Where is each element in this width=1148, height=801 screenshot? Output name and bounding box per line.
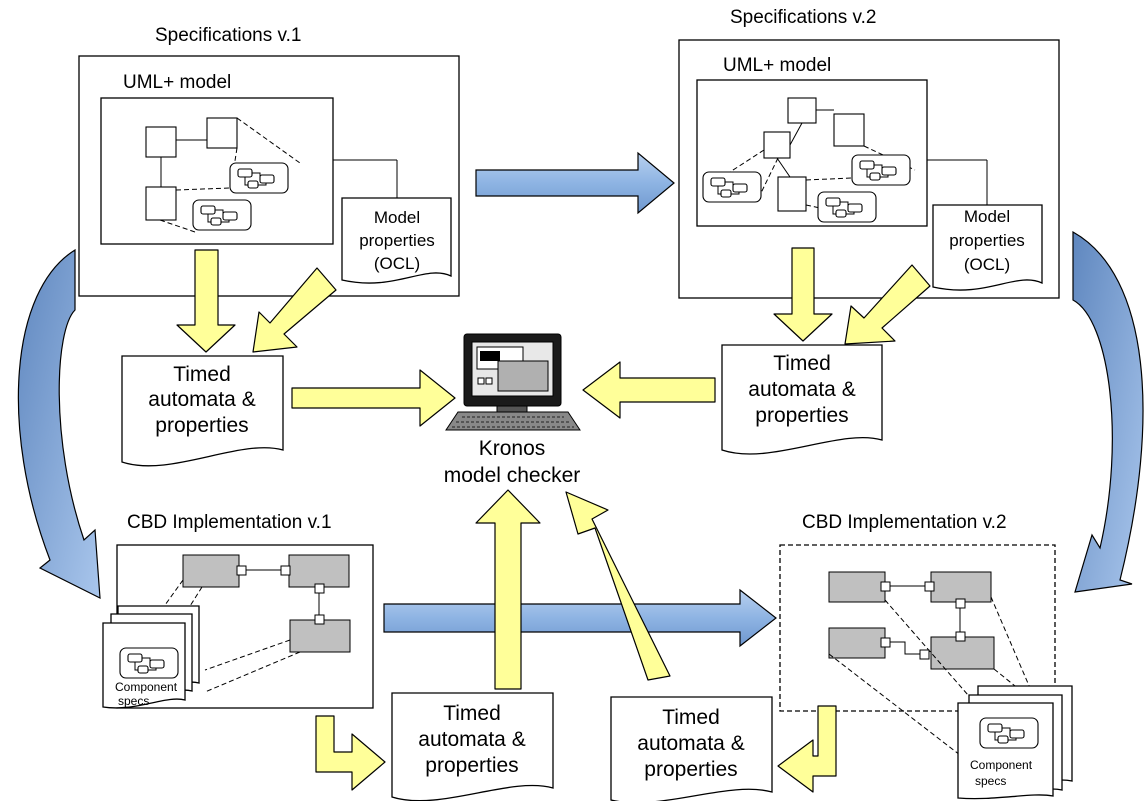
impl2-components — [828, 571, 1031, 756]
timed-right-line2: automata & — [748, 378, 855, 401]
timed-right-line1: Timed — [773, 352, 831, 375]
spec2-ocl-note — [932, 204, 1043, 291]
checker-line1: Kronos — [479, 437, 546, 460]
spec1-diag-arrow — [252, 267, 337, 353]
checker-line2: model checker — [444, 464, 581, 487]
timed-bl-line1: Timed — [443, 702, 501, 725]
timed-right-line3: properties — [755, 404, 848, 427]
timed-br-line1: Timed — [662, 706, 720, 729]
timed-br-line2: automata & — [637, 732, 744, 755]
timed-doc-bottom-left — [391, 692, 554, 801]
impl1-component-specs — [102, 605, 200, 709]
timed-left-line2: automata & — [148, 388, 255, 411]
impl2-specs-line2: specs — [975, 774, 1006, 788]
spec2-note-line3: (OCL) — [964, 255, 1010, 274]
spec1-ocl-note — [341, 197, 452, 284]
impl1-title: CBD Implementation v.1 — [127, 512, 332, 533]
spec2-class-diagram — [702, 97, 916, 223]
up-arrow-2 — [565, 491, 671, 681]
to-checker-left-arrow — [291, 369, 456, 427]
timed-left-line3: properties — [155, 414, 248, 437]
curved-arrow-left — [17, 248, 101, 600]
spec2-note-line1: Model — [964, 207, 1010, 226]
spec1-class-diagram — [145, 117, 301, 233]
spec1-uml-label: UML+ model — [123, 72, 231, 93]
impl1-components — [159, 554, 351, 693]
impl2-bent-arrow — [777, 705, 837, 793]
impl1-bent-arrow — [315, 715, 386, 791]
curved-arrow-right — [1072, 230, 1144, 593]
timed-left-line1: Timed — [173, 363, 231, 386]
spec2-diag-arrow — [844, 264, 931, 345]
timed-doc-left — [121, 355, 284, 467]
timed-doc-bottom-right — [610, 696, 773, 801]
impl2-box — [779, 544, 1056, 712]
timed-bl-line2: automata & — [418, 728, 525, 751]
impl2-component-specs — [957, 685, 1073, 800]
spec1-note-line2: properties — [359, 231, 435, 250]
impl2-title: CBD Implementation v.2 — [802, 512, 1007, 533]
spec2-note-line2: properties — [949, 231, 1025, 250]
timed-bl-line3: properties — [425, 754, 518, 777]
spec1-down-arrow — [176, 249, 236, 353]
timed-br-line3: properties — [644, 758, 737, 781]
spec2-title: Specifications v.2 — [730, 7, 876, 28]
spec1-note-line3: (OCL) — [374, 254, 420, 273]
spec2-down-arrow — [773, 247, 833, 342]
impl1-specs-line2: specs — [118, 694, 149, 708]
spec-evolution-arrow — [475, 151, 675, 215]
to-checker-right-arrow — [582, 361, 716, 419]
spec2-uml-label: UML+ model — [723, 55, 831, 76]
up-arrow-1 — [475, 489, 541, 690]
impl2-specs-line1: Component — [970, 758, 1033, 772]
spec1-note-line1: Model — [374, 208, 420, 227]
impl-evolution-arrow — [383, 588, 777, 648]
impl1-specs-line1: Component — [115, 680, 178, 694]
computer-icon — [445, 333, 581, 431]
timed-doc-right — [721, 344, 883, 455]
spec1-title: Specifications v.1 — [155, 25, 301, 46]
